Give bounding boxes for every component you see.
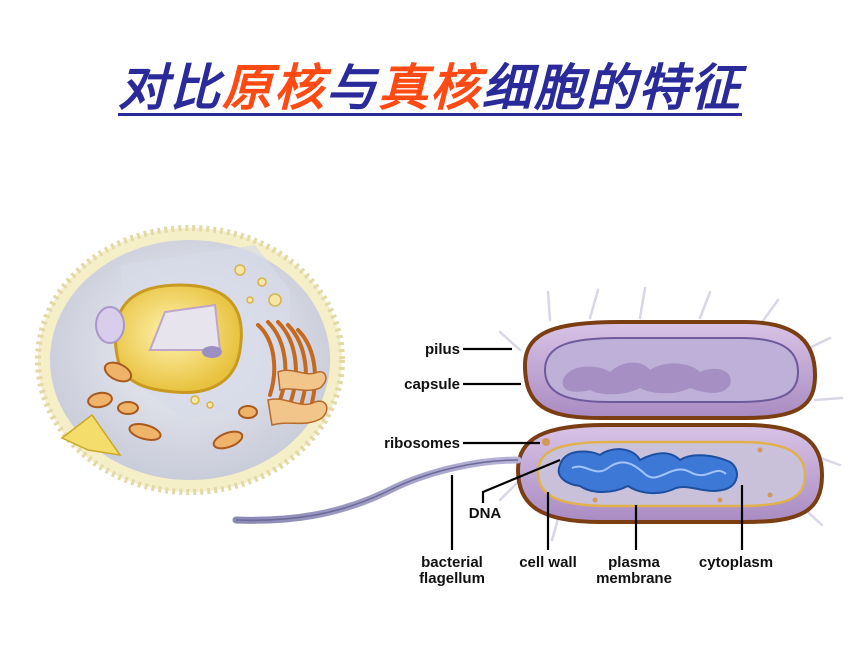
dna-nucleoid [557, 448, 738, 494]
label-pilus: pilus [425, 341, 460, 358]
title-part: 真核 [378, 58, 482, 117]
label-cell-wall: cell wall [519, 554, 577, 571]
flagellum-edge [235, 459, 519, 522]
title-part: 对比 [118, 58, 222, 117]
label-ribosomes: ribosomes [384, 435, 460, 452]
label-flagellum-line2: flagellum [419, 570, 485, 587]
upper-nucleoid-imprint [562, 362, 731, 395]
ribosomes [542, 438, 773, 503]
rough-er [267, 369, 328, 426]
vesicles [190, 264, 282, 409]
title-part: 原核 [222, 58, 326, 117]
slide-title: 对比原核与真核细胞的特征 [0, 48, 860, 120]
nucleus [113, 283, 243, 394]
title-part: 细胞的特征 [482, 58, 742, 117]
prokaryotic-cell [232, 286, 844, 542]
dna-strands [571, 461, 727, 479]
mitochondria [87, 361, 258, 450]
label-dna: DNA [469, 505, 502, 522]
pili [498, 286, 844, 542]
golgi-apparatus [256, 320, 317, 412]
label-capsule: capsule [404, 376, 460, 393]
cell-corner-flap [60, 413, 122, 457]
leader-lines [450, 347, 744, 550]
label-membrane-line1: plasma [608, 554, 660, 571]
vacuole [95, 306, 125, 344]
label-membrane-line2: membrane [596, 570, 672, 587]
label-cytoplasm: cytoplasm [699, 554, 773, 571]
label-flagellum-line1: bacterial [421, 554, 483, 571]
title-part: 与 [326, 58, 378, 117]
diagram-labels: pilus capsule ribosomes DNA bacterial fl… [384, 341, 773, 587]
eukaryotic-cell [35, 225, 345, 495]
